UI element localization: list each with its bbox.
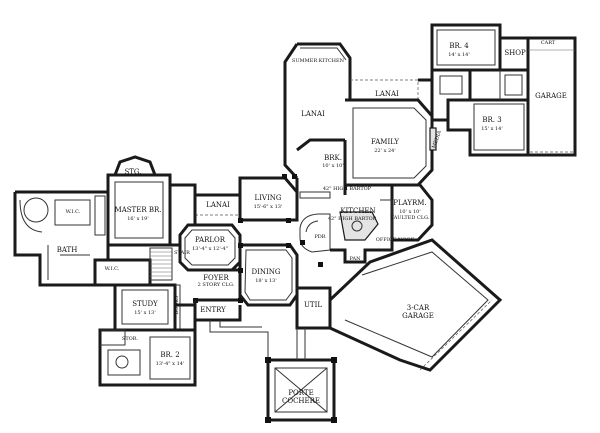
- living-dim: 15'-6" x 13': [254, 204, 283, 210]
- dining-label: DINING: [252, 268, 281, 276]
- garage-label: GARAGE: [535, 92, 567, 100]
- porte-dim: COCHERE: [282, 397, 320, 405]
- br2-walls: [98, 328, 197, 387]
- garage3-walls: [328, 238, 503, 372]
- foyer-note: 2 STORY CLG.: [198, 282, 235, 288]
- stor-label: STOR.: [122, 336, 139, 342]
- porte-cochere: [265, 328, 337, 423]
- lanai-north-walls: [283, 42, 352, 180]
- br3-label: BR. 3: [482, 116, 501, 124]
- stg-walls: [113, 155, 157, 176]
- wic-left-label: W.I.C.: [66, 209, 81, 215]
- brk-walls: [296, 138, 345, 152]
- entry-label: ENTRY: [200, 306, 226, 314]
- room-labels: BR. 4 14' x 14' SHOP CART GARAGE SUMMER …: [57, 40, 567, 405]
- playrm-label: PLAYRM.: [393, 199, 426, 207]
- central-rooms: [178, 174, 323, 360]
- bartop-top-label: 42" HIGH BARTOP: [323, 186, 372, 192]
- lanai-top-label: LANAI: [375, 90, 399, 98]
- brk-dim: 10' x 10': [322, 163, 343, 169]
- bartop-curve: [299, 213, 331, 253]
- living-walls: [238, 176, 299, 222]
- br4-label: BR. 4: [449, 42, 469, 50]
- bath-walls: [13, 190, 110, 287]
- study-dim: 15' x 13': [134, 310, 155, 316]
- foyer-walls: [195, 268, 242, 302]
- study-label: STUDY: [132, 300, 158, 308]
- kitchen-label: KITCHEN: [340, 207, 375, 215]
- playrm-dim: 10' x 10': [399, 209, 420, 215]
- garage3-dim: GARAGE: [402, 312, 434, 320]
- foyer-label: FOYER: [203, 274, 229, 282]
- parlor-dim: 13'-4" x 12'-4": [192, 246, 228, 252]
- pdr-label: PDR: [314, 234, 325, 240]
- br2-label: BR. 2: [160, 351, 179, 359]
- util-label: UTIL: [304, 301, 322, 309]
- pan-label: PAN: [350, 256, 362, 262]
- br3-dim: 15' x 14': [481, 126, 502, 132]
- master-label: MASTER BR.: [115, 206, 162, 214]
- west-wing: [13, 155, 197, 387]
- parlor-label: PARLOR: [195, 236, 226, 244]
- pan-walls: [330, 240, 394, 264]
- br4-dim: 14' x 14': [448, 52, 469, 58]
- wic-bottom-label: W.I.C.: [105, 266, 120, 272]
- porte-label: PORTE: [288, 389, 313, 397]
- office-nook-label: OFFICE NOOK: [376, 237, 415, 243]
- hall-closet-walls: [430, 68, 472, 122]
- living-label: LIVING: [255, 194, 282, 202]
- garage3-area: [295, 238, 503, 372]
- shop-label: SHOP: [504, 49, 526, 57]
- stair-label: STAIR: [174, 250, 190, 256]
- north-lanai: [283, 42, 434, 180]
- br2-dim: 13'-4" x 14': [156, 361, 185, 367]
- cart-label: CART: [541, 40, 556, 46]
- bartop-mid-label: 42" HIGH BARTOP: [328, 216, 377, 222]
- kitchen-island: [339, 211, 379, 241]
- summer-kitchen-label: SUMMER KITCHEN: [292, 58, 345, 64]
- books-label: BOOKS: [174, 295, 180, 315]
- family-label: FAMILY: [371, 138, 399, 146]
- lanai-small-label: LANAI: [206, 201, 230, 209]
- dining-dim: 18' x 13': [255, 278, 276, 284]
- lanai-left-label: LANAI: [301, 110, 325, 118]
- playrm-note: VAULTED CLG.: [389, 215, 430, 221]
- bath-label: BATH: [57, 246, 78, 254]
- east-wing: [430, 23, 577, 157]
- garage3-label: 3-CAR: [407, 304, 430, 312]
- family-dim: 22' x 24': [374, 148, 395, 154]
- brk-label: BRK.: [324, 154, 342, 162]
- lanai-top-walls: [418, 78, 434, 100]
- master-dim: 16' x 19': [127, 216, 148, 222]
- stg-label: STG.: [124, 168, 141, 176]
